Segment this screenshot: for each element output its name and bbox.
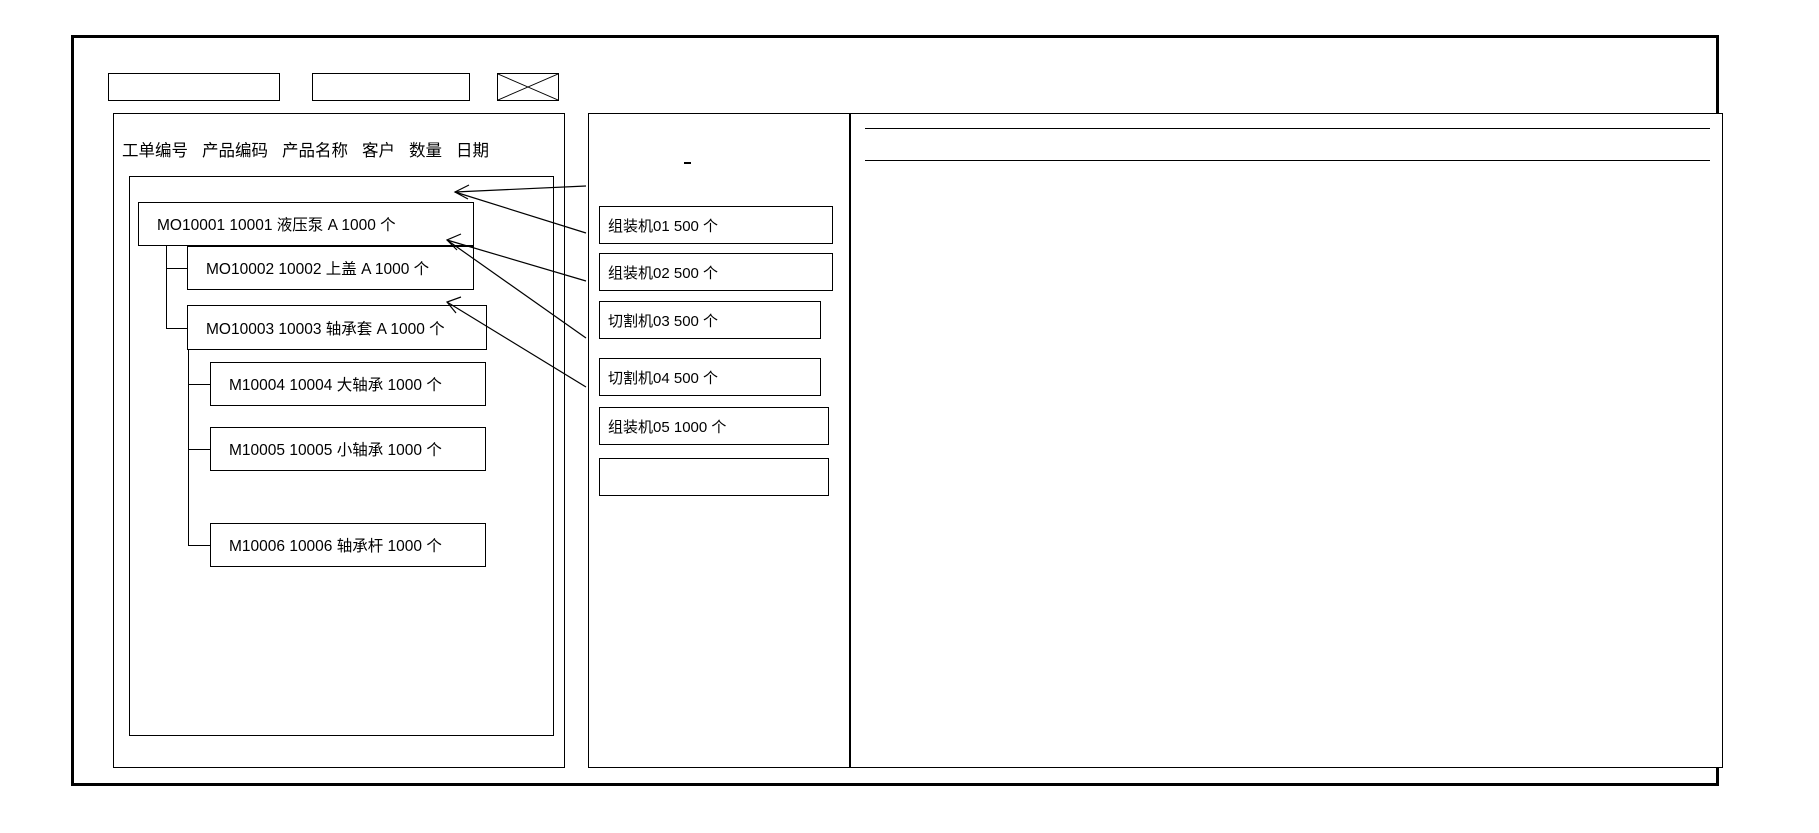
- detail-panel-header-row: [865, 128, 1710, 161]
- work-order-panel: 工单编号 产品编码 产品名称 客户 数量 日期: [113, 113, 565, 768]
- work-order-node-label: MO10001 10001 液压泵 A 1000 个: [157, 217, 396, 234]
- tree-connector-line: [166, 230, 167, 328]
- column-header-quantity: 数量: [409, 142, 442, 160]
- window-frame: 工单编号 产品编码 产品名称 客户 数量 日期: [71, 35, 1723, 786]
- tree-connector-line: [188, 545, 210, 546]
- task-node-label: 切割机03 500 个: [608, 312, 719, 330]
- tree-connector-line: [188, 449, 210, 450]
- column-header-product-code: 产品编码: [202, 142, 268, 160]
- task-node[interactable]: 组装机01 500 个: [599, 206, 833, 244]
- task-node-empty[interactable]: [599, 458, 829, 496]
- panel-marker-dash: [684, 162, 691, 164]
- column-headers: 工单编号 产品编码 产品名称 客户 数量 日期: [122, 136, 542, 162]
- work-order-node-label: M10004 10004 大轴承 1000 个: [229, 377, 442, 394]
- task-node-label: 组装机05 1000 个: [608, 418, 727, 436]
- tree-connector-line: [166, 268, 187, 269]
- crossed-box-image-icon[interactable]: [497, 73, 559, 101]
- work-order-node[interactable]: M10005 10005 小轴承 1000 个: [210, 427, 486, 471]
- work-order-node-label: MO10003 10003 轴承套 A 1000 个: [206, 320, 445, 338]
- task-node[interactable]: 切割机03 500 个: [599, 301, 821, 339]
- work-order-tree: MO10001 10001 液压泵 A 1000 个 MO10002 10002…: [129, 176, 554, 736]
- task-node[interactable]: 组装机02 500 个: [599, 253, 833, 291]
- column-header-date: 日期: [456, 142, 489, 160]
- work-order-node[interactable]: MO10003 10003 轴承套 A 1000 个: [187, 305, 487, 350]
- detail-panel: [850, 113, 1723, 768]
- work-order-node[interactable]: M10006 10006 轴承杆 1000 个: [210, 523, 486, 567]
- tree-connector-line: [188, 384, 210, 385]
- work-order-node-label: MO10002 10002 上盖 A 1000 个: [206, 261, 430, 278]
- task-panel: 组装机01 500 个 组装机02 500 个 切割机03 500 个 切割机0…: [588, 113, 850, 768]
- work-order-node[interactable]: MO10001 10001 液压泵 A 1000 个: [138, 202, 474, 246]
- work-order-node[interactable]: MO10002 10002 上盖 A 1000 个: [187, 246, 474, 290]
- work-order-node[interactable]: M10004 10004 大轴承 1000 个: [210, 362, 486, 406]
- column-header-order-no: 工单编号: [122, 142, 188, 160]
- task-node[interactable]: 切割机04 500 个: [599, 358, 821, 396]
- column-header-product-name: 产品名称: [282, 142, 348, 160]
- tree-connector-line: [166, 328, 187, 329]
- task-node-label: 切割机04 500 个: [608, 369, 719, 387]
- work-order-node-label: M10006 10006 轴承杆 1000 个: [229, 538, 442, 555]
- work-order-node-label: M10005 10005 小轴承 1000 个: [229, 442, 442, 459]
- task-node[interactable]: 组装机05 1000 个: [599, 407, 829, 445]
- column-header-customer: 客户: [362, 142, 395, 160]
- toolbar-button-2[interactable]: [312, 73, 470, 101]
- toolbar-button-1[interactable]: [108, 73, 280, 101]
- task-node-label: 组装机02 500 个: [608, 264, 719, 282]
- tree-connector-line: [188, 349, 189, 545]
- task-node-label: 组装机01 500 个: [608, 217, 719, 235]
